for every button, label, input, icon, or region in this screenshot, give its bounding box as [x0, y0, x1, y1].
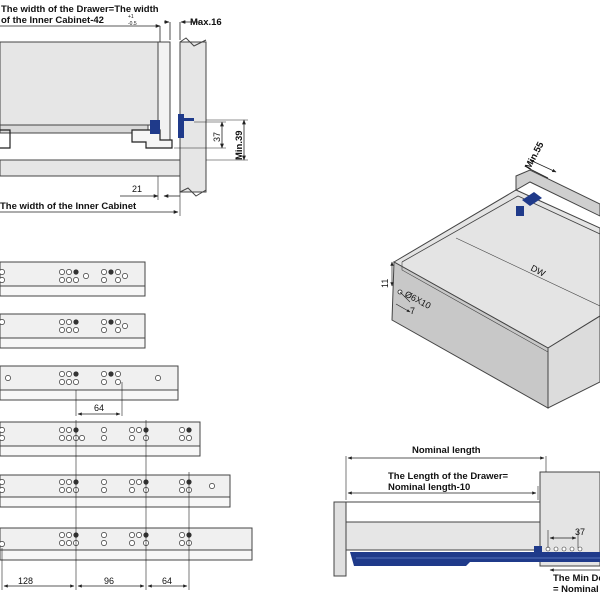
- min-39-label: Min.39: [234, 130, 245, 160]
- rail-6: [0, 527, 253, 561]
- min-depth-line2: = Nominal: [553, 584, 599, 595]
- drawer-width-formula-line1: The width of the Drawer=The width: [1, 4, 159, 15]
- rail-3: 64: [0, 365, 179, 416]
- dim-11-label: 11: [380, 279, 390, 288]
- inner-cabinet-width-label: The width of the Inner Cabinet: [0, 201, 137, 212]
- dim-7-label: 7: [410, 306, 415, 316]
- cabinet-bottom: [0, 159, 181, 177]
- drawer-width-formula-line2: of the Inner Cabinet-42: [1, 15, 104, 26]
- dim-37-label: 37: [212, 132, 222, 142]
- rail-dimensions: 128 96 64: [1, 420, 190, 590]
- tolerance-lower: -0.5: [128, 21, 137, 27]
- dim-64-bottom-label: 64: [162, 576, 172, 586]
- break-line-top: [179, 37, 207, 47]
- side-drawer-top-line: [345, 501, 541, 523]
- drawer-bottom: [0, 124, 149, 134]
- break-line-bottom: [179, 187, 207, 197]
- side-length-view: Nominal length The Length of the Drawer=…: [333, 445, 600, 595]
- locking-device-right: [178, 114, 184, 138]
- side-dim-37-label: 37: [575, 527, 585, 537]
- rail-5: [0, 474, 231, 508]
- rail-2: [0, 313, 146, 349]
- side-cabinet-back: [539, 471, 600, 567]
- tolerance-upper: +1: [128, 14, 134, 20]
- side-blue-rail: [350, 552, 600, 566]
- runner-profile-left: [0, 129, 11, 149]
- dim-96-label: 96: [104, 576, 114, 586]
- rail-4: [0, 421, 201, 457]
- dim-64-top-label: 64: [94, 403, 104, 413]
- drawer-length-formula-line1: The Length of the Drawer=: [388, 471, 509, 482]
- min-55-label: Min.55: [523, 140, 547, 172]
- dim-21-label: 21: [132, 184, 142, 194]
- side-front-panel: [333, 501, 347, 577]
- drawer-front-face: [547, 315, 600, 409]
- cabinet-side-wall: [179, 41, 207, 193]
- nominal-length-label: Nominal length: [412, 445, 481, 456]
- locking-device: [150, 120, 160, 134]
- iso-locking-device: [522, 192, 542, 206]
- min-depth-line1: The Min De: [553, 573, 600, 584]
- runner-rails: 64: [0, 261, 253, 590]
- side-drawer-body: [345, 521, 541, 551]
- rail-1: [0, 261, 146, 297]
- max-16-label: Max.16: [190, 17, 222, 28]
- drawer-panel: [0, 41, 159, 126]
- locking-screw: [184, 118, 194, 121]
- drawer-length-formula-line2: Nominal length-10: [388, 482, 470, 493]
- dim-128-label: 128: [18, 576, 33, 586]
- isometric-drawer-view: Min.55 DW 11 Ø6X10 7: [380, 140, 600, 409]
- cross-section-view: The width of the Drawer=The width of the…: [0, 4, 248, 216]
